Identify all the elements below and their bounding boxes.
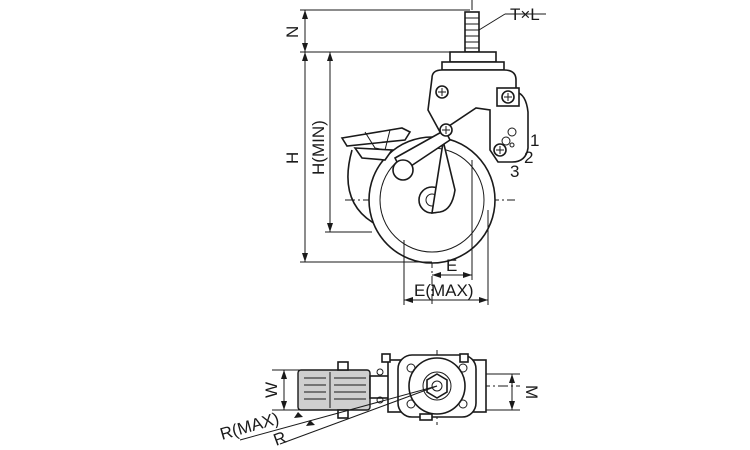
pedal-knob <box>337 409 349 419</box>
bolt-hole <box>406 399 416 409</box>
arrow <box>404 297 413 303</box>
top-view <box>297 350 520 425</box>
label-h-min: H(MIN) <box>309 120 328 175</box>
brake-pedal <box>340 127 412 147</box>
label-n: N <box>283 26 302 38</box>
brake-guard-arc <box>347 149 389 233</box>
fork-leg-front <box>431 126 456 214</box>
label-h: H <box>283 152 302 164</box>
bolt-hole <box>406 363 416 373</box>
screw-right <box>501 90 515 104</box>
arrow <box>302 253 308 262</box>
bolt-hole <box>376 368 384 376</box>
swivel-inner-ring <box>422 371 452 401</box>
indicator-hole-1 <box>507 127 517 137</box>
label-position-1: 1 <box>530 131 539 150</box>
arrow <box>294 412 303 418</box>
label-w: W <box>262 382 281 398</box>
arrow <box>463 272 472 278</box>
bolt-hole <box>458 399 468 409</box>
top-knob <box>459 353 469 363</box>
label-position-2: 2 <box>524 148 533 167</box>
arrow <box>327 52 333 61</box>
brake-pedal-underside <box>353 147 394 161</box>
bolt-hole <box>458 363 468 373</box>
top-view-dimensions <box>239 369 520 445</box>
screw-lower <box>493 143 507 157</box>
dim-r-line <box>279 385 438 445</box>
pedal-top <box>297 369 371 411</box>
screw-middle <box>439 123 453 137</box>
arrow <box>306 420 315 426</box>
bottom-tab <box>419 413 433 421</box>
label-e-max: E(MAX) <box>414 281 474 300</box>
label-e: E <box>446 256 457 275</box>
arrow <box>509 401 515 410</box>
bolt-hole <box>376 396 384 404</box>
stem-end <box>431 380 443 392</box>
side-view-dimensions <box>300 9 489 305</box>
arrow <box>432 272 441 278</box>
side-view <box>340 0 546 305</box>
screw-top-left <box>435 85 449 99</box>
indicator-hole-2 <box>501 136 511 146</box>
dim-r-max-line <box>239 385 438 441</box>
indicator-hole-3 <box>509 142 515 148</box>
brake-pivot <box>392 159 414 181</box>
arrow <box>509 374 515 383</box>
pedal-knob <box>337 361 349 371</box>
label-r-max: R(MAX) <box>218 409 281 444</box>
arrow <box>327 223 333 232</box>
label-thread: T×L <box>510 5 540 24</box>
label-r: R <box>271 428 289 450</box>
label-position-3: 3 <box>510 162 519 181</box>
arrow <box>281 370 287 379</box>
label-m: M <box>522 385 541 399</box>
arrow <box>302 52 308 61</box>
nut-top <box>449 51 497 63</box>
arrow <box>302 43 308 52</box>
top-knob <box>381 353 391 363</box>
thread-leader <box>478 13 506 31</box>
arrow <box>479 297 488 303</box>
swivel-plate <box>441 61 505 71</box>
arrow <box>281 401 287 410</box>
arrow <box>302 10 308 19</box>
